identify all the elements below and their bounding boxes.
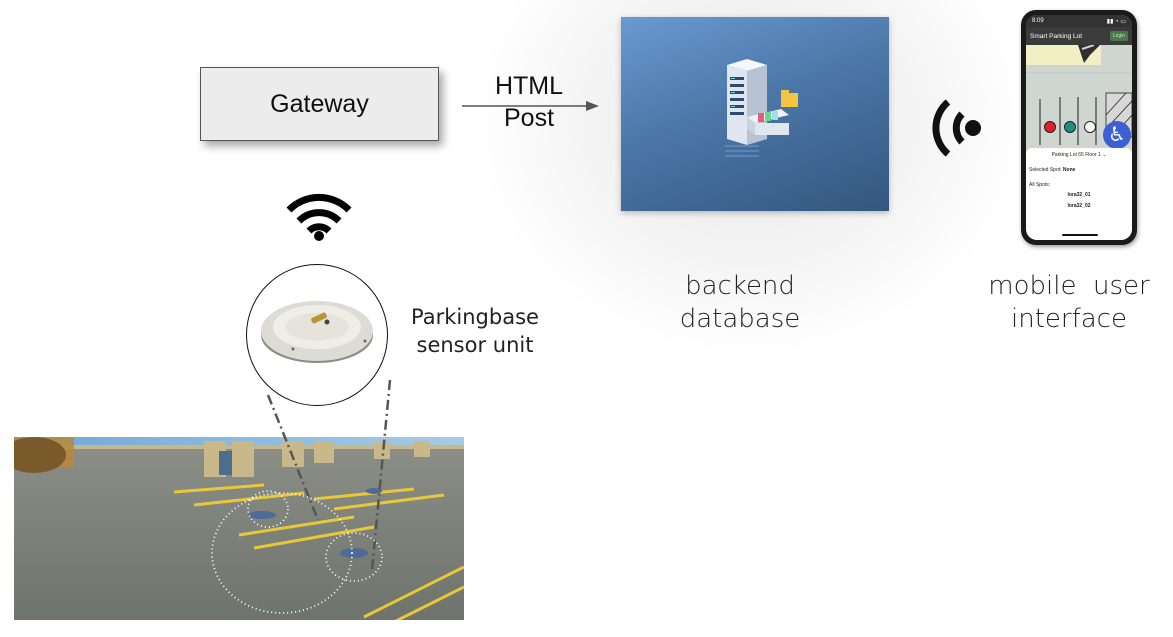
sensor-device-image (261, 301, 373, 363)
panel-title-text: Parking Lot 65 Floor 1 (1051, 152, 1101, 158)
connection-label-line2: Post (503, 104, 555, 132)
dashed-link-left (266, 394, 320, 521)
gateway-box: Gateway (200, 67, 439, 141)
signal-waves-icon (932, 99, 981, 157)
sensor-unit-circle (246, 264, 388, 406)
connection-label-line1: HTML (494, 72, 564, 100)
dashed-link-right (370, 379, 392, 571)
mobile-caption: mobile user interface (980, 270, 1158, 336)
connection-label: HTML Post (482, 70, 576, 134)
spot-free[interactable] (1084, 121, 1096, 133)
chevron-down-icon: ⌄ (1102, 152, 1107, 158)
selected-spot-value: None (1062, 167, 1076, 173)
app-header: Smart Parking Lot Login (1026, 27, 1132, 45)
all-spots-label: All Spots: (1029, 182, 1051, 188)
mobile-caption-line2: interface (1011, 304, 1127, 334)
zoom-circle-large (211, 492, 353, 614)
backend-caption: backend database (655, 270, 825, 336)
phone-status-bar: 8:09 ▮▮ ◔ ▭ (1026, 15, 1132, 27)
spot-reserved[interactable] (1064, 121, 1076, 133)
spot-list-item[interactable]: lora32_01 (1067, 192, 1091, 198)
backend-caption-line2: database (679, 304, 801, 334)
connection-arrow (462, 101, 599, 111)
parking-garage-image (14, 437, 464, 620)
panel-title[interactable]: Parking Lot 65 Floor 1 ⌄ (1026, 148, 1132, 158)
parking-map[interactable]: ♿ (1026, 45, 1132, 150)
mobile-phone: 8:09 ▮▮ ◔ ▭ Smart Parking Lot Login (1021, 10, 1137, 245)
backend-caption-line1: backend (685, 271, 795, 301)
server-icon (725, 59, 798, 157)
status-indicators-icon: ▮▮ ◔ ▭ (1106, 18, 1126, 25)
status-time: 8:09 (1032, 18, 1044, 24)
backend-database-image (621, 17, 889, 211)
app-title: Smart Parking Lot (1030, 32, 1083, 40)
selected-spot-label: Selected Spot: (1029, 167, 1062, 173)
sensor-caption-line1: Parkingbase (411, 305, 539, 329)
spot-list-item[interactable]: lora32_02 (1067, 203, 1091, 209)
zoom-circle-spot-2 (325, 532, 383, 582)
home-indicator (1062, 234, 1098, 236)
garage-scene (14, 437, 464, 620)
mobile-caption-line1: mobile user (988, 271, 1150, 301)
login-button[interactable]: Login (1109, 31, 1128, 41)
zoom-circle-spot-1 (247, 490, 289, 528)
wheelchair-icon[interactable]: ♿ (1103, 121, 1131, 149)
wifi-icon (286, 193, 352, 241)
spot-occupied[interactable] (1044, 121, 1056, 133)
gateway-label: Gateway (270, 89, 369, 118)
spot-panel: Parking Lot 65 Floor 1 ⌄ Selected Spot: … (1026, 148, 1132, 240)
sensor-caption: Parkingbase sensor unit (395, 303, 555, 359)
sensor-caption-line2: sensor unit (416, 333, 534, 357)
phone-screen: 8:09 ▮▮ ◔ ▭ Smart Parking Lot Login (1026, 15, 1132, 240)
selected-spot-row: Selected Spot: None (1026, 167, 1132, 173)
